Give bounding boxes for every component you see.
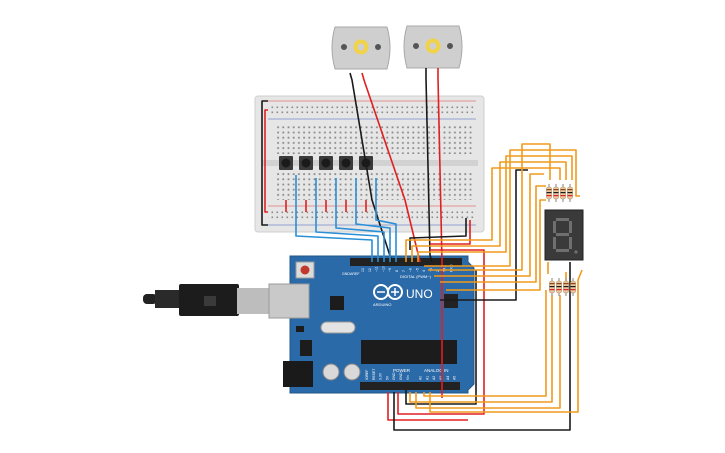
digital-pin-label: ~10 (381, 266, 385, 272)
resistor (553, 184, 559, 202)
aref-label: AREF (350, 272, 360, 276)
bb-5v-wire (430, 220, 471, 245)
digital-pin-label: 12 (368, 268, 372, 272)
power-red-wire-2 (387, 392, 468, 421)
button-resistor-wires (285, 200, 367, 212)
power-analog-pin-label: A3 (439, 376, 443, 380)
board-model-label: UNO (406, 287, 433, 301)
resistor (570, 278, 576, 296)
rail-wire-red (264, 109, 268, 213)
resistor (556, 278, 562, 296)
arduino-uno-board: UNO ARDUINO DIGITAL (PWM~) POWER ANALOG … (143, 255, 475, 394)
display-segments (553, 218, 578, 254)
power-analog-pin-label: RESET (372, 369, 376, 380)
digital-pin-label: ~5 (415, 268, 419, 272)
seven-segment-display: 8 (544, 209, 584, 261)
resistor (546, 184, 552, 202)
pushbutton (299, 156, 313, 170)
digital-pin-label: ~9 (388, 268, 392, 272)
analog-header-label: ANALOG IN (424, 368, 449, 373)
display-common-wire (393, 262, 571, 431)
digital-pin-label: ~11 (375, 266, 379, 272)
digital-pin-label: 2 (436, 270, 440, 272)
bb-gnd-wire (409, 218, 467, 250)
power-analog-pin-label: GND (399, 372, 403, 380)
power-analog-pin-label: A0 (419, 376, 423, 380)
motor-group (331, 25, 463, 70)
power-gnd-wire (405, 270, 477, 405)
motor2-wire-red (437, 68, 443, 398)
gnd-label: GND (342, 272, 350, 276)
power-analog-pin-label: A2 (432, 376, 436, 380)
arduino-logo (373, 284, 403, 300)
power-analog-pin-label: A1 (425, 376, 429, 380)
digital-pin-label: ~6 (409, 268, 413, 272)
power-5v-wire (397, 249, 485, 415)
dc-motor (331, 26, 391, 70)
dc-motor (403, 25, 463, 69)
power-analog-pin-label: A4 (446, 376, 450, 380)
power-analog-pin-label: A5 (453, 376, 457, 380)
motor1-wire-black (349, 72, 393, 263)
power-analog-pin-label: GND (392, 372, 396, 380)
resistor (567, 184, 573, 202)
motor2-wire-black (425, 68, 433, 263)
motor1-wire-red (361, 72, 421, 263)
pushbutton (339, 156, 353, 170)
button-wires (295, 175, 397, 262)
digital-pin-label: 4 (422, 270, 426, 272)
power-analog-pin-label: IOREF (365, 370, 369, 380)
digital-pin-label: RX 0 (449, 264, 453, 272)
resistor-group (546, 184, 576, 296)
power-analog-pin-label: 5V (385, 375, 389, 380)
digital-pin-label: 7 (402, 270, 406, 272)
resistor (549, 278, 555, 296)
digital-pin-label: 13 (361, 268, 365, 272)
digital-pin-label: 8 (395, 270, 399, 272)
usb-cable (143, 284, 269, 316)
power-header-label: POWER (393, 368, 411, 373)
wires (261, 68, 583, 431)
rail-wire-black (261, 100, 268, 226)
resistor (560, 184, 566, 202)
digital-header-label: DIGITAL (PWM~) (400, 274, 432, 279)
display-segment-wires (405, 143, 583, 413)
pushbutton (279, 156, 293, 170)
power-analog-pin-label: Vin (406, 375, 410, 380)
resistor (563, 278, 569, 296)
board-brand-label: ARDUINO (373, 302, 391, 307)
pushbutton (319, 156, 333, 170)
power-analog-pin-label: 3.3V (379, 372, 383, 380)
digital-pin-label: TX 1 (443, 265, 447, 272)
